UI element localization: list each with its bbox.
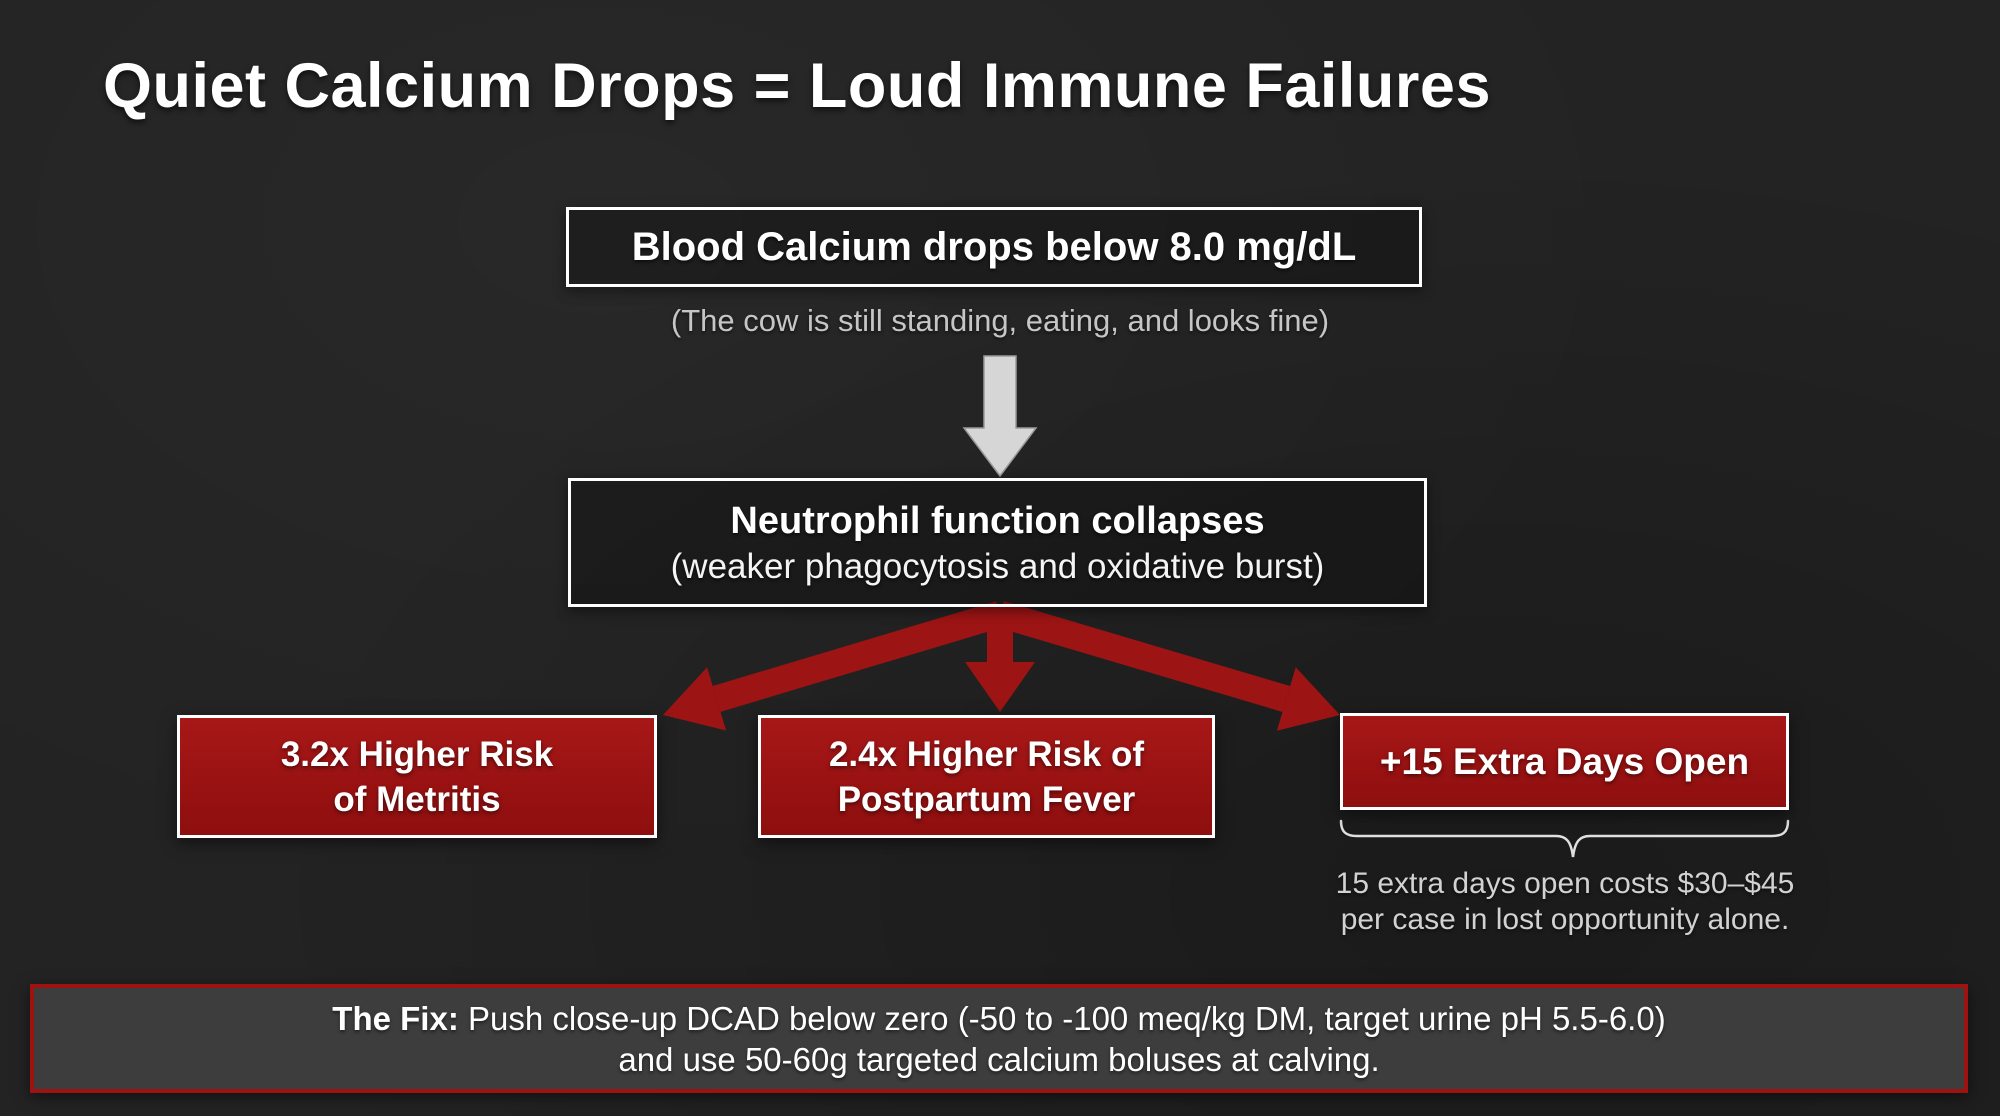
days-open-cost-note: 15 extra days open costs $30–$45 per cas… [1330, 866, 1800, 938]
underbrace-icon [1339, 819, 1790, 858]
step2-neutrophil-box: Neutrophil function collapses (weaker ph… [568, 478, 1427, 607]
outcome-1-line1: 3.2x Higher Risk [280, 734, 554, 774]
outcome-3-line1: +15 Extra Days Open [1379, 740, 1750, 782]
fan-arrow-right-icon [996, 601, 1340, 731]
cost-note-line2: per case in lost opportunity alone. [1340, 903, 1790, 936]
fan-arrow-middle-icon [965, 605, 1035, 712]
cost-note-line1: 15 extra days open costs $30–$45 [1335, 867, 1795, 900]
outcome-2-line1: 2.4x Higher Risk of [828, 734, 1145, 774]
outcome-metritis-box: 3.2x Higher Risk of Metritis [177, 715, 657, 838]
fix-line2: and use 50-60g targeted calcium boluses … [618, 1040, 1380, 1078]
step2-line2: (weaker phagocytosis and oxidative burst… [670, 546, 1325, 586]
fix-line1-rest: Push close-up DCAD below zero (-50 to -1… [458, 999, 1666, 1037]
fix-line1: The Fix: Push close-up DCAD below zero (… [332, 998, 1665, 1039]
fix-label: The Fix: [332, 999, 459, 1037]
step1-caption: (The cow is still standing, eating, and … [670, 303, 1330, 338]
step2-line1: Neutrophil function collapses [730, 499, 1265, 542]
down-arrow-icon [962, 355, 1038, 478]
outcome-2-line2: Postpartum Fever [837, 779, 1136, 819]
step1-blood-calcium-box: Blood Calcium drops below 8.0 mg/dL [566, 207, 1422, 287]
step1-label: Blood Calcium drops below 8.0 mg/dL [631, 224, 1357, 269]
fan-arrow-left-icon [663, 601, 1004, 731]
page-title: Quiet Calcium Drops = Loud Immune Failur… [103, 51, 1491, 121]
outcome-1-line2: of Metritis [333, 779, 501, 819]
outcome-postpartum-fever-box: 2.4x Higher Risk of Postpartum Fever [758, 715, 1215, 838]
fix-callout-box: The Fix: Push close-up DCAD below zero (… [30, 984, 1968, 1093]
outcome-days-open-box: +15 Extra Days Open [1340, 713, 1789, 810]
